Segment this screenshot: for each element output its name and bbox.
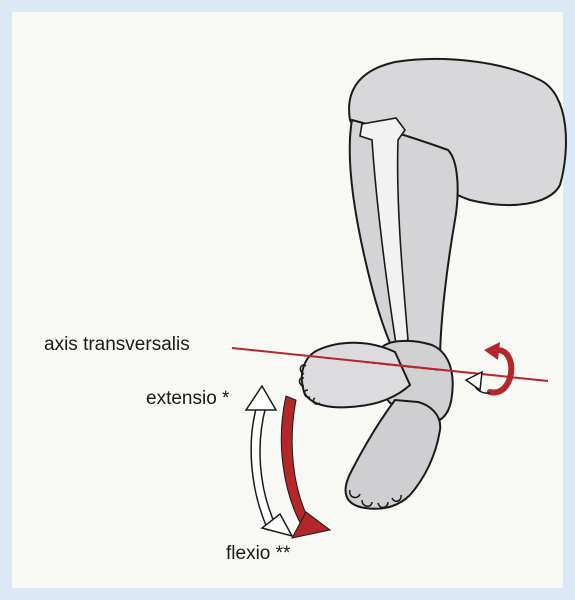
extension-arrow-white (251, 402, 276, 530)
extension-arrowhead (246, 386, 276, 410)
rotation-arrow-red (490, 350, 511, 392)
rotation-arrow-white-head (466, 372, 482, 390)
axis-transversalis-label: axis transversalis (44, 334, 190, 356)
rotation-arrow-red-head (484, 342, 500, 360)
flexion-label: flexio ** (226, 543, 290, 565)
flexion-arrow-red (281, 396, 312, 530)
foot-flexed (346, 400, 441, 509)
extension-label: extensio * (146, 388, 229, 410)
